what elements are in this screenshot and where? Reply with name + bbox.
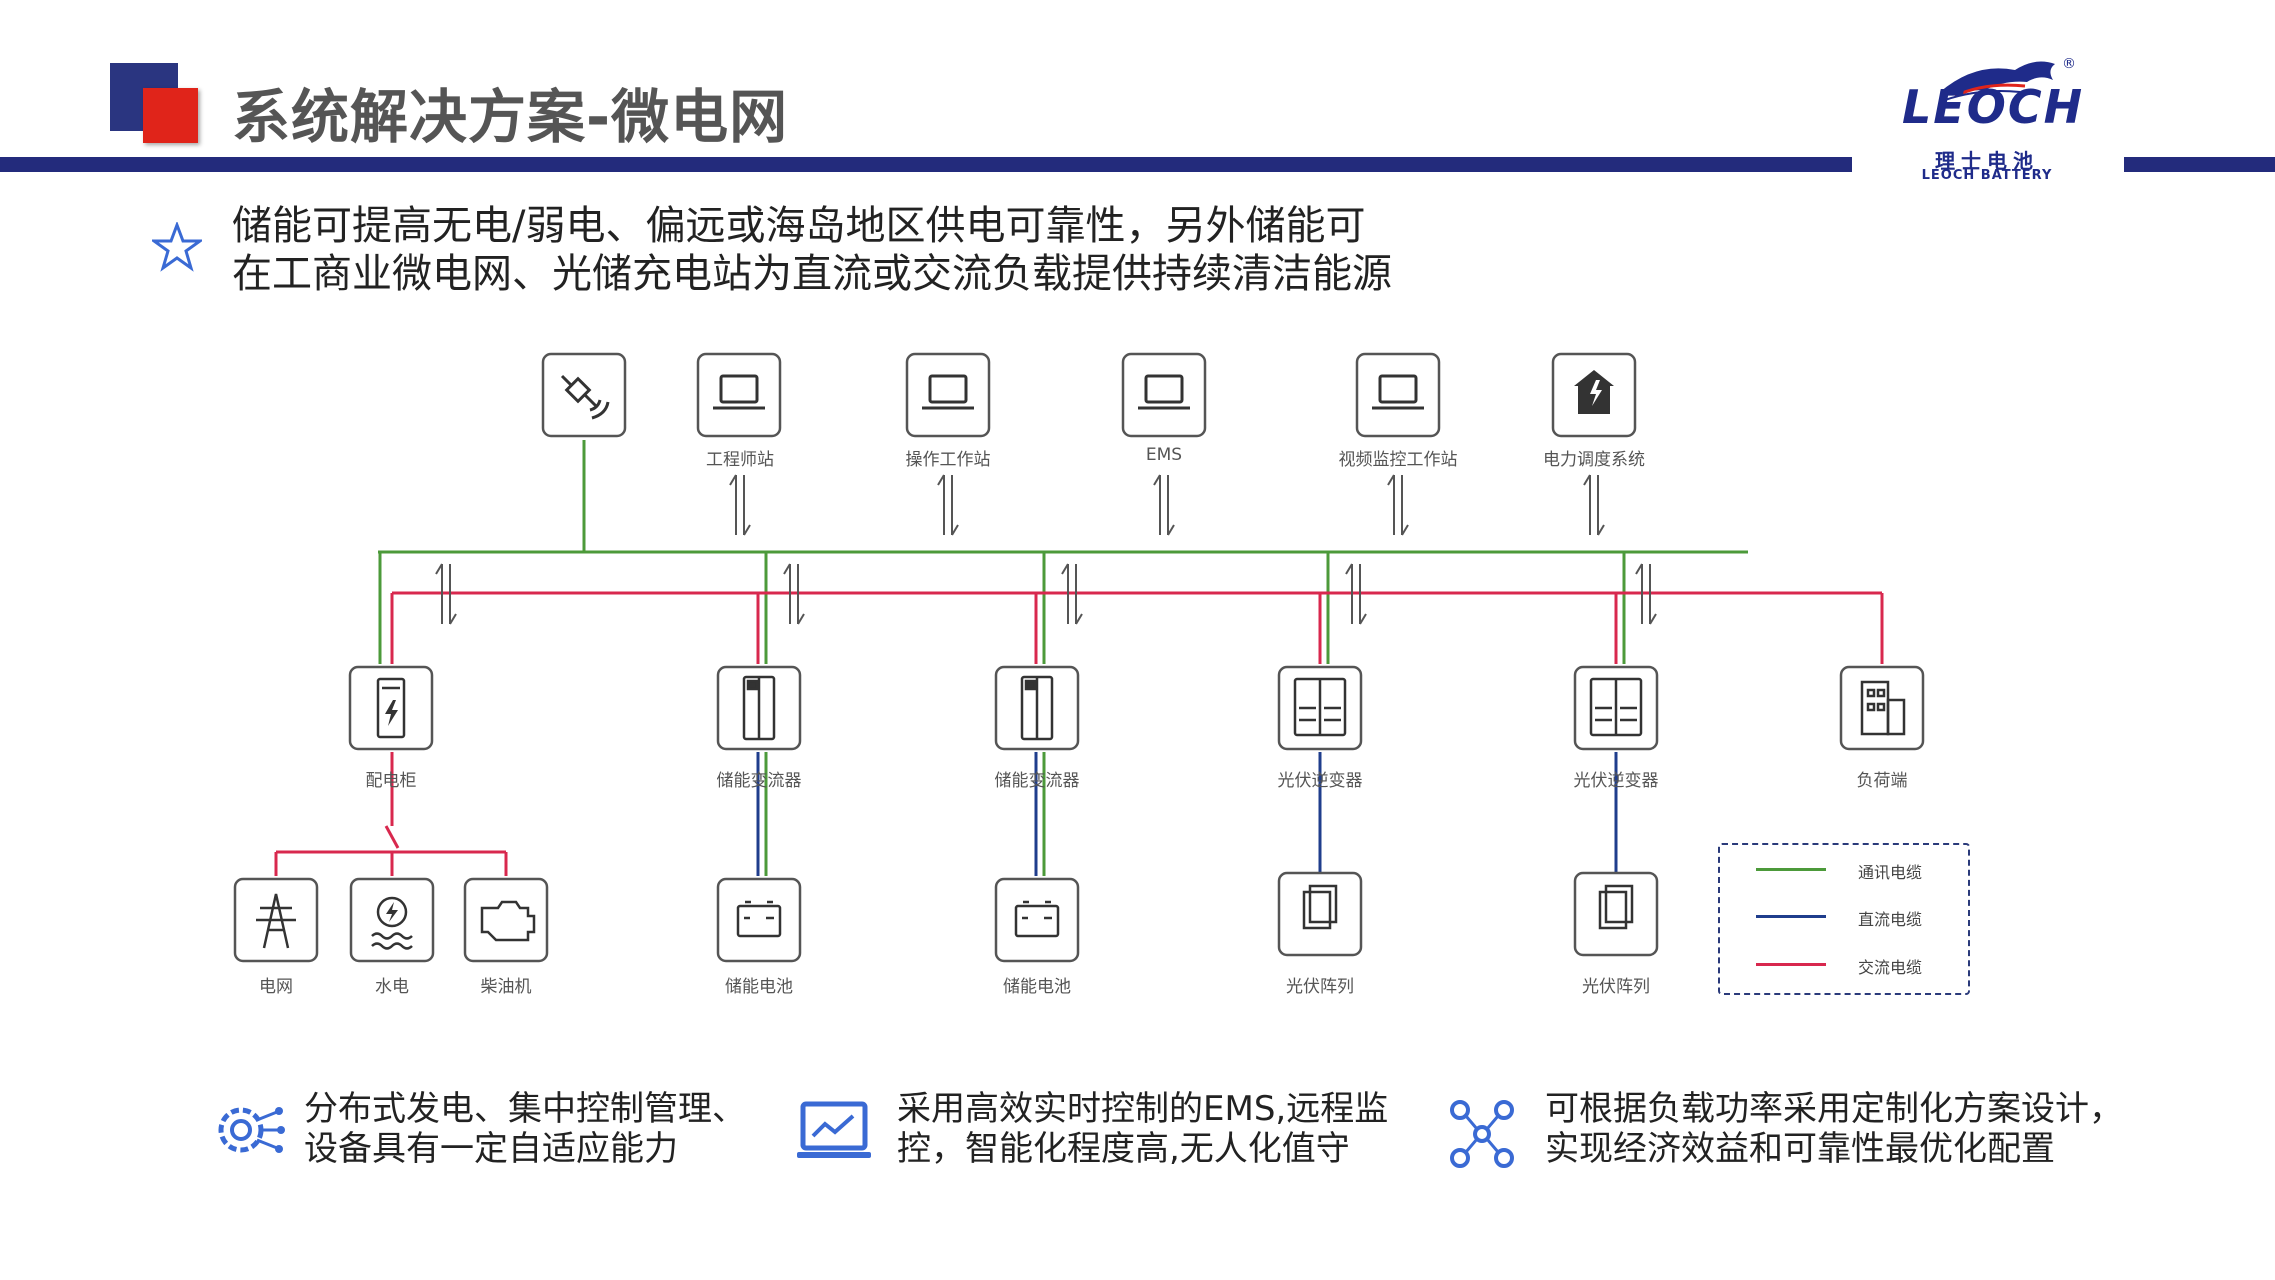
title-decoration-red (143, 88, 198, 143)
satellite-icon (560, 374, 610, 420)
node-label-battery-1: 储能电池 (725, 977, 793, 997)
legend (1718, 843, 1970, 995)
hydro-icon (371, 896, 413, 950)
pcs-cabinet-icons (742, 675, 1054, 741)
nodes-icon (1450, 1100, 1514, 1168)
star-icon (152, 222, 202, 272)
node-label-pv-array-1: 光伏阵列 (1286, 977, 1354, 997)
header-bar (0, 157, 1852, 172)
legend-swatch-ac (1756, 963, 1826, 966)
battery-icons (736, 900, 1060, 938)
node-label-cabinet: 配电柜 (365, 771, 417, 791)
node-label-battery-2: 储能电池 (1003, 977, 1071, 997)
feature-3: 可根据负载功率采用定制化方案设计， 实现经济效益和可靠性最优化配置 (1545, 1089, 2123, 1169)
distribution-cabinet-icon (376, 677, 406, 739)
power-tower-icon (256, 893, 296, 949)
mid-node-boxes (348, 665, 1925, 751)
monitor-chart-icon (797, 1101, 871, 1158)
dc-cable-lines (756, 752, 1618, 876)
intro-text: 储能可提高无电/弱电、偏远或海岛地区供电可靠性，另外储能可 在工商业微电网、光储… (232, 202, 1392, 298)
feature-3-line-1: 可根据负载功率采用定制化方案设计， (1545, 1089, 2123, 1129)
node-label-ems: EMS (1145, 445, 1183, 465)
node-label-pv-array-2: 光伏阵列 (1582, 977, 1650, 997)
top-node-boxes (541, 352, 1637, 438)
node-label-pv-inverter-1: 光伏逆变器 (1277, 771, 1363, 791)
feature-2-line-2: 控，智能化程度高,无人化值守 (897, 1129, 1350, 1169)
legend-swatch-comm (1756, 868, 1826, 871)
legend-label-ac: 交流电缆 (1858, 958, 1923, 977)
house-power-icon (1574, 370, 1614, 414)
feature-1: 分布式发电、集中控制管理、 设备具有一定自适应能力 (304, 1089, 746, 1169)
node-label-pv-inverter-2: 光伏逆变器 (1573, 771, 1659, 791)
legend-swatch-dc (1756, 915, 1826, 918)
logo-cn: 理士电池 (1935, 149, 2039, 173)
logo-en: LEOCH BATTERY (1921, 168, 2053, 183)
node-label-video: 视频监控工作站 (1338, 450, 1458, 470)
logo-wordmark: LEOCH (1902, 80, 2085, 134)
node-label-dispatch: 电力调度系统 (1543, 450, 1645, 470)
legend-label-dc: 直流电缆 (1858, 910, 1923, 929)
node-label-engineer: 工程师站 (706, 450, 774, 470)
feature-1-line-2: 设备具有一定自适应能力 (304, 1129, 678, 1169)
feature-2-line-1: 采用高效实时控制的EMS,远程监 (897, 1089, 1389, 1129)
intro-line-2: 在工商业微电网、光储充电站为直流或交流负载提供持续清洁能源 (232, 251, 1392, 297)
gear-network-icon (218, 1107, 285, 1153)
legend-label-comm: 通讯电缆 (1858, 863, 1923, 882)
building-icon (1860, 680, 1906, 736)
node-label-operator: 操作工作站 (905, 450, 991, 470)
comm-cable-lines (378, 440, 1748, 876)
page-title: 系统解决方案-微电网 (232, 83, 789, 151)
node-label-grid: 电网 (259, 977, 293, 997)
node-label-diesel: 柴油机 (480, 977, 532, 997)
registered-mark: ® (2062, 56, 2076, 72)
ac-cable-lines (274, 591, 1884, 876)
node-label-pcs-1: 储能变流器 (716, 771, 802, 791)
bottom-node-boxes (233, 871, 1659, 963)
feature-2: 采用高效实时控制的EMS,远程监 控，智能化程度高,无人化值守 (897, 1089, 1388, 1169)
horse-logo-icon (1940, 61, 2055, 101)
node-label-load: 负荷端 (1856, 771, 1908, 791)
feature-1-line-1: 分布式发电、集中控制管理、 (304, 1089, 746, 1129)
feature-3-line-2: 实现经济效益和可靠性最优化配置 (1545, 1129, 2055, 1169)
header-bar-right (2124, 157, 2275, 172)
laptop-icons (713, 374, 1424, 410)
solar-panel-icons (1302, 884, 1634, 930)
engine-icon (480, 900, 536, 942)
intro-line-1: 储能可提高无电/弱电、偏远或海岛地区供电可靠性，另外储能可 (232, 203, 1366, 249)
bidirectional-arrows (435, 474, 1657, 625)
pv-inverter-icons (1293, 677, 1643, 737)
node-label-hydro: 水电 (375, 977, 409, 997)
node-label-pcs-2: 储能变流器 (994, 771, 1080, 791)
